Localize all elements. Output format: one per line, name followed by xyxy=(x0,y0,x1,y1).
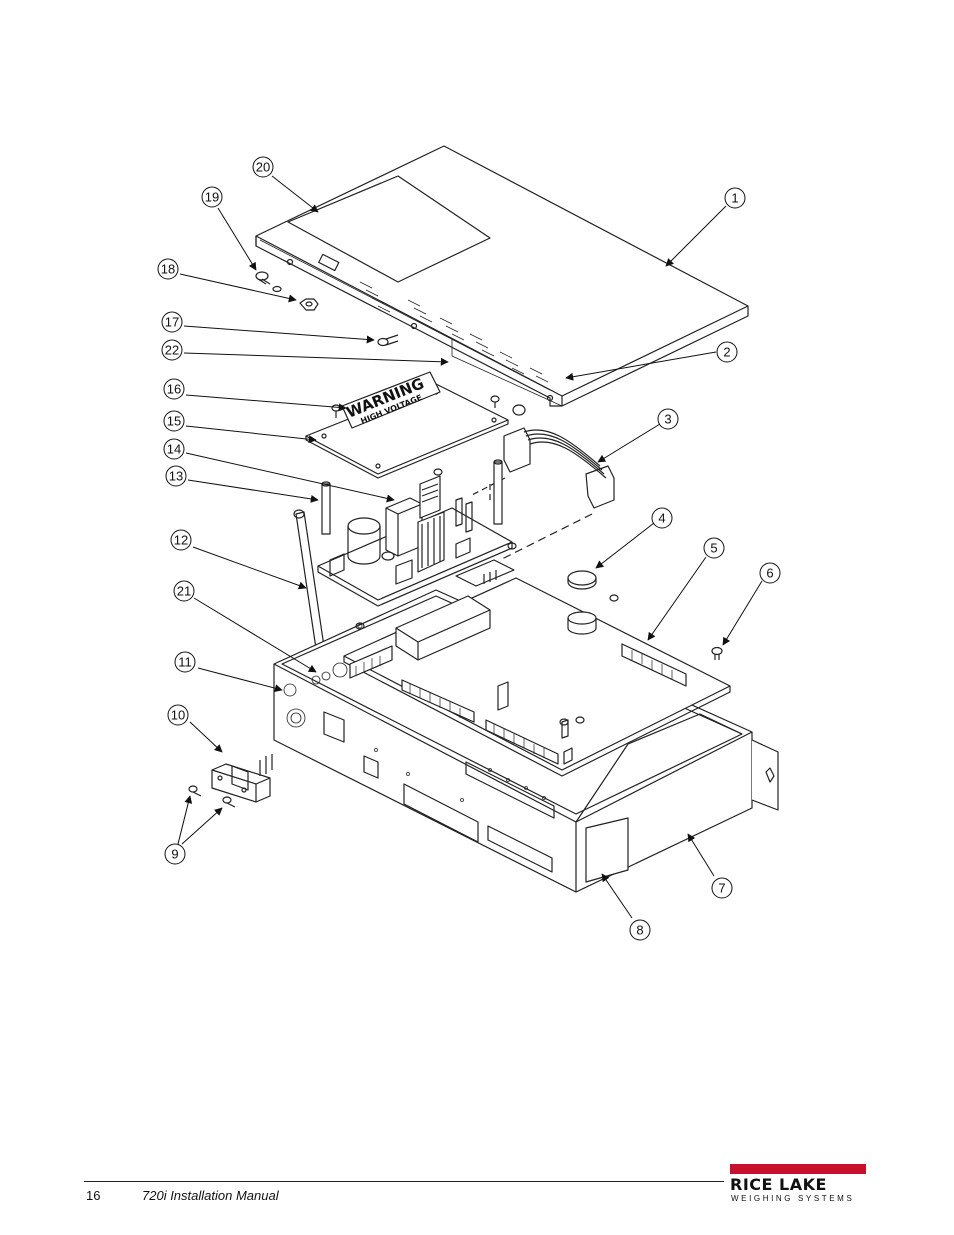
battery-4 xyxy=(567,570,597,590)
callout-label-16: 16 xyxy=(167,382,181,397)
callout-label-3: 3 xyxy=(664,412,671,427)
footer-rule xyxy=(84,1181,724,1182)
callout-2: 2 xyxy=(716,341,738,363)
callout-1: 1 xyxy=(724,187,746,209)
callout-11: 11 xyxy=(174,651,196,673)
callout-label-20: 20 xyxy=(256,160,270,175)
callout-label-14: 14 xyxy=(167,442,181,457)
callout-label-18: 18 xyxy=(161,262,175,277)
callout-8: 8 xyxy=(629,919,651,941)
rear-cover-part xyxy=(255,145,749,407)
callout-13: 13 xyxy=(165,465,187,487)
power-supply-board-14 xyxy=(317,468,513,607)
callout-label-15: 15 xyxy=(167,414,181,429)
callout-label-9: 9 xyxy=(171,847,178,862)
rice-lake-logo: RICE LAKE WEIGHING SYSTEMS xyxy=(730,1164,868,1204)
manual-title: 720i Installation Manual xyxy=(142,1188,279,1203)
warning-label-16 xyxy=(341,371,441,429)
logo-tagline: WEIGHING SYSTEMS xyxy=(731,1194,855,1203)
callout-15: 15 xyxy=(163,410,185,432)
callout-6: 6 xyxy=(759,562,781,584)
callout-label-4: 4 xyxy=(658,511,665,526)
callout-7: 7 xyxy=(711,877,733,899)
callout-21: 21 xyxy=(173,580,195,602)
callout-19: 19 xyxy=(201,186,223,208)
callout-label-1: 1 xyxy=(731,191,738,206)
callout-label-19: 19 xyxy=(205,190,219,205)
callout-label-2: 2 xyxy=(723,345,730,360)
callout-5: 5 xyxy=(703,537,725,559)
callout-9: 9 xyxy=(164,843,186,865)
callout-label-12: 12 xyxy=(174,533,188,548)
nut-18 xyxy=(299,298,319,311)
callout-label-5: 5 xyxy=(710,541,717,556)
callout-label-6: 6 xyxy=(766,566,773,581)
callout-18: 18 xyxy=(157,258,179,280)
callout-label-22: 22 xyxy=(165,343,179,358)
logo-name: RICE LAKE xyxy=(730,1175,827,1194)
page-number: 16 xyxy=(86,1188,101,1203)
callout-leaders xyxy=(177,175,763,919)
washer-near-19 xyxy=(272,285,282,293)
cpu-board xyxy=(343,542,731,777)
callout-label-17: 17 xyxy=(165,315,179,330)
callout-3: 3 xyxy=(657,408,679,430)
callout-14: 14 xyxy=(163,438,185,460)
callout-label-7: 7 xyxy=(718,881,725,896)
callout-label-13: 13 xyxy=(169,469,183,484)
power-entry-module-10 xyxy=(211,754,273,803)
callout-label-21: 21 xyxy=(177,584,191,599)
logo-red-bar xyxy=(730,1164,866,1174)
standoff-13 xyxy=(321,459,503,535)
callout-17: 17 xyxy=(161,311,183,333)
screw-19 xyxy=(255,271,271,285)
callout-20: 20 xyxy=(252,156,274,178)
callout-4: 4 xyxy=(651,507,673,529)
callout-16: 16 xyxy=(163,378,185,400)
callout-12: 12 xyxy=(170,529,192,551)
screw-17 xyxy=(377,334,399,347)
callout-label-11: 11 xyxy=(178,655,192,670)
screws-9 xyxy=(188,785,236,808)
callout-label-10: 10 xyxy=(171,708,185,723)
callout-label-8: 8 xyxy=(636,923,643,938)
callout-markers: 1 2 3 4 5 6 7 8 9 10 11 12 13 14 15 16 1… xyxy=(157,156,781,941)
callout-22: 22 xyxy=(161,339,183,361)
cable-harness-3 xyxy=(469,427,615,561)
callout-10: 10 xyxy=(167,704,189,726)
screw-6 xyxy=(711,646,723,660)
